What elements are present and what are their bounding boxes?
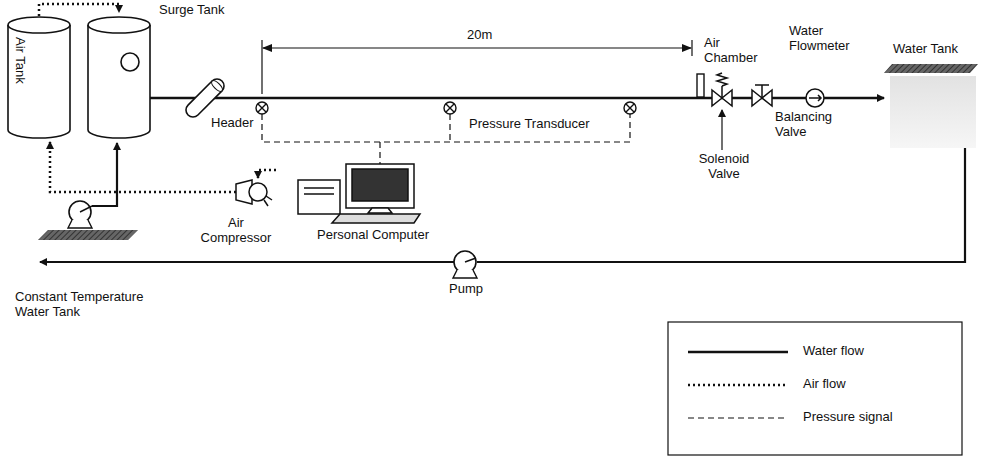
legend-text: Pressure signal	[802, 410, 894, 425]
legend-box	[668, 322, 962, 455]
part-label: Air Chamber	[703, 36, 765, 66]
water-tank-body	[890, 76, 976, 148]
part-label: Water Flowmeter	[788, 24, 860, 54]
personal-computer	[298, 164, 420, 223]
air-compressor	[236, 180, 272, 206]
pump-symbol	[68, 201, 92, 228]
water-tank-symbol	[884, 64, 978, 73]
header-pipe	[183, 76, 227, 120]
water-tank-symbol	[38, 230, 138, 240]
legend-text: Water flow	[802, 344, 865, 359]
part-label: Header	[210, 116, 255, 131]
part-label: Pump	[448, 282, 484, 297]
water-flow-line	[40, 261, 454, 263]
part-label: Air Compressor	[198, 216, 274, 246]
part-label: Balancing Valve	[774, 110, 842, 140]
part-label: Surge Tank	[158, 3, 226, 18]
legend-text: Air flow	[802, 377, 847, 392]
leader-arrow	[721, 110, 722, 150]
part-label: Air Tank	[12, 36, 27, 85]
pump-symbol	[453, 251, 477, 278]
pressure-signal-line	[262, 114, 630, 164]
part-label: 20m	[466, 28, 493, 43]
main-pipe	[150, 97, 884, 99]
balancing-valve	[752, 85, 772, 106]
part-label: Pressure Transducer	[468, 117, 591, 132]
water-flow-line	[92, 143, 117, 206]
part-label: Water Tank	[892, 42, 959, 57]
dimension-line	[262, 40, 692, 94]
water-flow-line	[477, 148, 965, 262]
solenoid-valve	[712, 73, 732, 106]
part-label: Constant Temperature Water Tank	[14, 290, 166, 320]
part-label: Personal Computer	[316, 228, 430, 243]
water-flowmeter	[806, 89, 824, 107]
pressure-transducer	[256, 102, 636, 114]
part-label: Solenoid Valve	[688, 152, 760, 182]
air-chamber	[697, 74, 704, 97]
air-tank	[8, 17, 70, 138]
surge-tank	[88, 17, 150, 138]
